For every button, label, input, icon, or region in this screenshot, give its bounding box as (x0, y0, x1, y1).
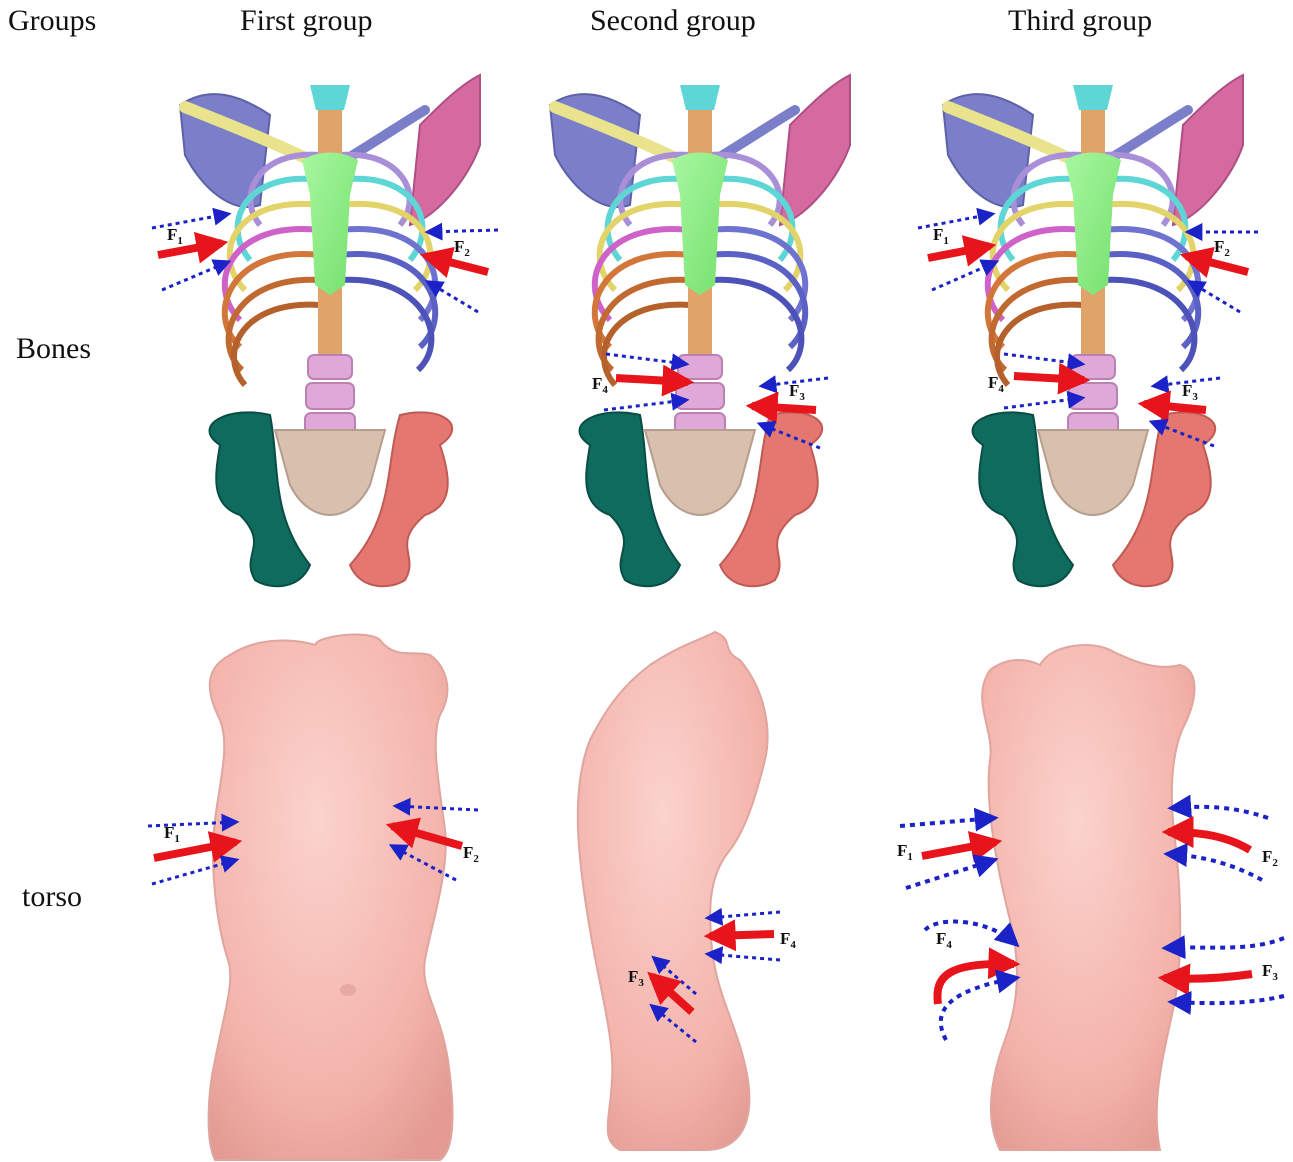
torso-third-group (982, 645, 1194, 1150)
label-f1-torso-third: F1 (897, 841, 913, 863)
label-f2-bones-first: F2 (454, 237, 470, 259)
label-f3-bones-third: F3 (1182, 381, 1198, 403)
torso-second-group (578, 632, 768, 1150)
label-f2-torso-third: F2 (1262, 847, 1278, 869)
torso-first-group (209, 635, 453, 1160)
label-f1-bones-third: F1 (933, 225, 949, 247)
label-f4-torso-third: F4 (936, 929, 952, 951)
label-f3-bones-second: F3 (789, 381, 805, 403)
label-f3-torso-third: F3 (1262, 961, 1278, 983)
label-f2-bones-third: F2 (1214, 237, 1230, 259)
label-f4-torso-second: F4 (780, 929, 796, 951)
label-f1-torso-first: F1 (164, 823, 180, 845)
skeleton-second-group (550, 75, 850, 586)
skeleton-third-group (943, 75, 1243, 586)
label-f4-bones-second: F4 (592, 374, 608, 396)
label-f2-torso-first: F2 (463, 843, 479, 865)
skeleton-first-group (180, 75, 480, 586)
label-f1-bones-first: F1 (167, 225, 183, 247)
